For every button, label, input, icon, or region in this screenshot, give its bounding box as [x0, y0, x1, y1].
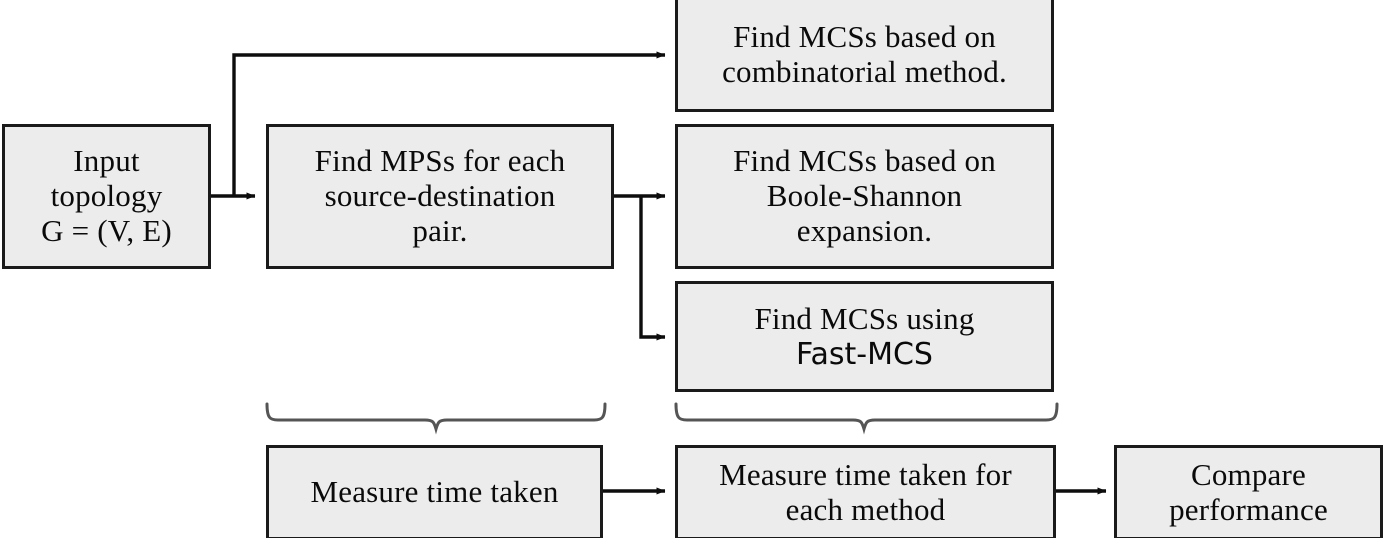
node-mcs-fast-line1: Find MCSs using — [754, 300, 975, 336]
node-measure-time-line1: Measure time taken — [310, 474, 559, 510]
node-mcs-fast[interactable]: Find MCSs using Fast-MCS — [675, 281, 1054, 392]
node-compare-performance-label: Compare performance — [1125, 456, 1372, 527]
node-input-topology[interactable]: Input topology G = (V, E) — [2, 124, 211, 269]
node-mcs-boole-shannon-line3: expansion. — [796, 212, 933, 248]
node-measure-time-label: Measure time taken — [277, 474, 592, 510]
node-input-topology-line2: topology — [50, 178, 163, 214]
node-mcs-fast-label: Find MCSs using Fast-MCS — [686, 300, 1043, 372]
node-compare-performance-line2: performance — [1169, 491, 1328, 527]
node-input-topology-line3: G = (V, E) — [41, 212, 172, 248]
node-mcs-boole-shannon[interactable]: Find MCSs based on Boole-Shannon expansi… — [675, 124, 1054, 269]
node-mcs-fast-line2: Fast-MCS — [796, 336, 933, 372]
node-measure-time-each-line1: Measure time taken for — [719, 456, 1012, 492]
node-mcs-boole-shannon-label: Find MCSs based on Boole-Shannon expansi… — [686, 144, 1043, 248]
node-find-mpss-label: Find MPSs for each source-destination pa… — [277, 144, 603, 248]
node-mcs-boole-shannon-line1: Find MCSs based on — [733, 143, 996, 179]
node-find-mpss[interactable]: Find MPSs for each source-destination pa… — [266, 124, 614, 269]
node-measure-time-each[interactable]: Measure time taken for each method — [675, 445, 1056, 538]
node-find-mpss-line3: pair. — [412, 212, 468, 248]
node-measure-time[interactable]: Measure time taken — [266, 445, 603, 538]
node-mcs-combinatorial-line1: Find MCSs based on — [733, 18, 996, 54]
brace-mcs-group — [674, 402, 1059, 435]
node-input-topology-label: Input topology G = (V, E) — [13, 144, 200, 248]
node-mcs-combinatorial-label: Find MCSs based on combinatorial method. — [686, 18, 1043, 89]
node-find-mpss-line2: source-destination — [324, 178, 556, 214]
node-mcs-combinatorial-line2: combinatorial method. — [722, 53, 1007, 89]
node-measure-time-each-line2: each method — [785, 491, 946, 527]
edge-mpss-to-fast-mcs — [639, 196, 666, 341]
node-mcs-combinatorial[interactable]: Find MCSs based on combinatorial method. — [675, 0, 1054, 112]
brace-mps-group — [265, 402, 607, 435]
node-compare-performance-line1: Compare — [1190, 456, 1307, 492]
node-compare-performance[interactable]: Compare performance — [1114, 445, 1383, 538]
node-measure-time-each-label: Measure time taken for each method — [686, 456, 1045, 527]
node-mcs-boole-shannon-line2: Boole-Shannon — [766, 178, 963, 214]
node-input-topology-line1: Input — [73, 143, 140, 179]
node-find-mpss-line1: Find MPSs for each — [314, 143, 566, 179]
